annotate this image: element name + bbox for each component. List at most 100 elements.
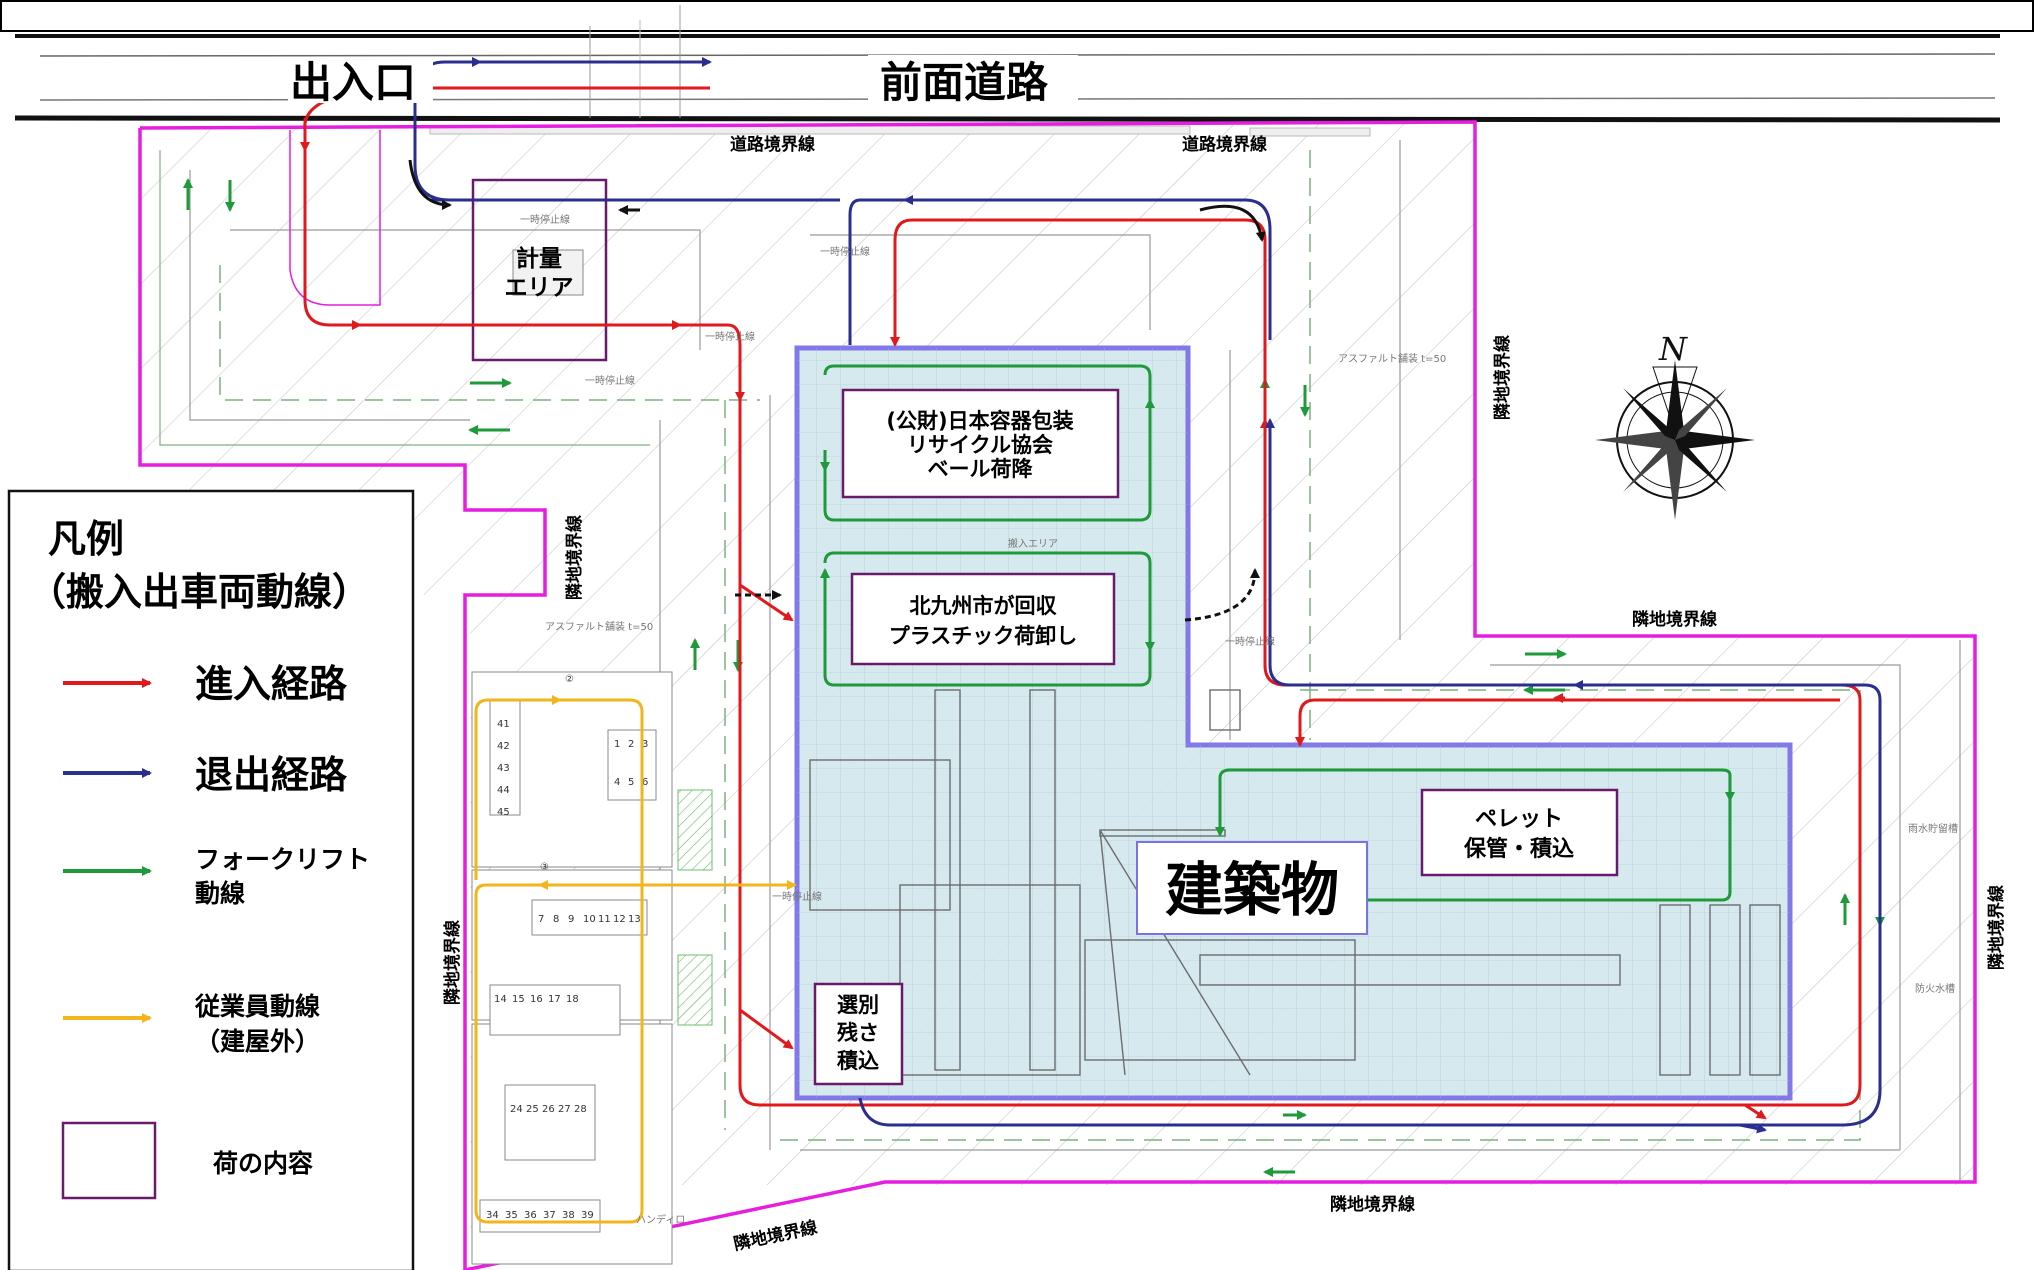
parking-stall-number: 38 [562,1210,575,1221]
employee-routes [474,695,797,1224]
parking-stall-number: 37 [543,1210,556,1221]
annotation-rain-tank: 雨水貯留槽 [1908,822,1958,835]
legend-content-label: 荷の内容 [213,1149,313,1178]
parking-stall-number: 43 [497,763,510,774]
city-plastic-line-1: 北九州市が回収 [910,594,1058,618]
parking-stall-number: 26 [542,1104,555,1115]
parking-stall-number: ② [565,674,574,685]
black-curve-arrows [408,159,1266,622]
road-boundary-label-2: 道路境界線 [1182,134,1267,155]
legend-subtitle: （搬入出車両動線） [28,570,370,614]
front-road [14,5,2001,137]
parking-stall-number: 41 [497,719,510,730]
parking-stall-number: 1 [614,739,620,750]
parking-stall-number: 5 [628,777,634,788]
parking-stall-number: 44 [497,785,510,796]
svg-text:N: N [1658,330,1688,368]
weighing-area-label-2: エリア [505,275,574,301]
parking-stall-number: 42 [497,741,510,752]
stop-line-label: 一時停止線 [820,245,870,258]
neighbor-boundary-label-3: 隣地境界線 [732,1217,820,1255]
legend-employee-line-1: 従業員動線 [194,992,320,1021]
annotation-asphalt-2: アスファルト舗装 t=50 [545,620,653,633]
parking-stall-number: 11 [598,914,611,925]
parking-stall-number: 28 [574,1104,587,1115]
residue-line-2: 残さ [837,1021,879,1045]
neighbor-boundary-label-4: 隣地境界線 [1492,335,1513,420]
stop-line-labels: 一時停止線 一時停止線 一時停止線 一時停止線 一時停止線 一時停止線 [520,213,1275,903]
legend-exit-route-label: 退出経路 [195,753,348,797]
residue-line-3: 積込 [837,1049,879,1073]
parking-stall-number: 7 [538,914,544,925]
compass-rose-icon: N [1595,330,1755,520]
building-label: 建築物 [1136,841,1368,935]
parking-stall-number: 45 [497,807,510,818]
residue-line-1: 選別 [837,993,879,1017]
annotation-asphalt-1: アスファルト舗装 t=50 [1338,352,1446,365]
legend-title: 凡例 [48,517,124,561]
parking-stall-number: 3 [642,739,648,750]
parking-stall-number: 10 [583,914,596,925]
top-frame [0,0,2034,32]
forklift-routes [820,364,1735,902]
parking-stall-number: 39 [581,1210,594,1221]
parking-stall-number: 17 [548,994,561,1005]
parking-stall-number: 14 [494,994,507,1005]
stop-line-label: 一時停止線 [520,213,570,226]
annotation-loading-area: 搬入エリア [1008,537,1058,550]
parking-stall-number: 27 [558,1104,571,1115]
parking-stall-number: 12 [613,914,626,925]
association-bale-line-1: (公財)日本容器包装 [886,409,1073,433]
stop-line-label: 一時停止線 [772,890,822,903]
front-road-label: 前面道路 [880,58,1049,107]
parking-stall-number: 18 [566,994,579,1005]
entry-route [300,86,1862,1120]
entrance-label: 出入口 [290,58,416,107]
parking-stall-number: 24 [510,1104,523,1115]
neighbor-boundary-label-2: 隣地境界線 [1330,1194,1415,1215]
parking-stall-number: 8 [553,914,559,925]
parking-stall-number: 35 [505,1210,518,1221]
parking-stall-number: 2 [628,739,634,750]
pellet-line-1: ペレット [1475,807,1563,832]
weighing-area: 計量 エリア [471,178,608,362]
city-plastic-line-2: プラスチック荷卸し [889,624,1078,648]
road-boundary-label-1: 道路境界線 [730,134,815,155]
legend-forklift-line-1: フォークリフト [195,845,370,874]
content-boxes: (公財)日本容器包装 リサイクル協会 ベール荷降 北九州市が回収 プラスチック荷… [813,388,1619,1086]
content-box-swatch [61,1121,157,1200]
neighbor-boundary-label-5: 隣地境界線 [564,515,585,600]
stop-line-label: 一時停止線 [705,330,755,343]
parking-lots [471,671,713,1265]
parking-stall-number: 13 [628,914,641,925]
association-bale-line-3: ベール荷降 [928,457,1034,481]
parking-stall-number: 25 [526,1104,539,1115]
legend-forklift-line-2: 動線 [195,879,245,908]
parking-stall-number: 9 [568,914,574,925]
building-label-text: 建築物 [1165,856,1339,924]
plan-annotations: 搬入エリア アスファルト舗装 t=50 アスファルト舗装 t=50 ハンディロ … [545,352,1958,1226]
weighing-area-label-1: 計量 [516,245,562,272]
parking-stall-number: 34 [486,1210,499,1221]
parking-stall-number: ③ [540,862,549,873]
stop-line-label: 一時停止線 [1225,635,1275,648]
annotation-handy: ハンディロ [636,1213,685,1226]
parking-stall-number: 6 [642,777,648,788]
building-outline [794,345,1793,1101]
pellet-line-2: 保管・積込 [1463,836,1574,862]
parking-stall-number: 16 [530,994,543,1005]
legend: 凡例 （搬入出車両動線） 進入経路 退出経路 フォークリフト 動線 従業員動線 … [7,489,415,1270]
association-bale-line-2: リサイクル協会 [907,433,1053,457]
annotation-fire-tank: 防火水槽 [1915,982,1955,995]
legend-employee-line-2: （建屋外） [195,1027,320,1056]
neighbor-boundary-label-7: 隣地境界線 [1986,885,2007,970]
parking-stall-number: 4 [614,777,620,788]
legend-entry-route-label: 進入経路 [195,662,348,706]
property-boundary [138,120,1977,1270]
stop-line-label: 一時停止線 [585,374,635,387]
neighbor-boundary-label-6: 隣地境界線 [442,920,463,1005]
parking-stall-number: 15 [512,994,525,1005]
parking-stall-number: 36 [524,1210,537,1221]
